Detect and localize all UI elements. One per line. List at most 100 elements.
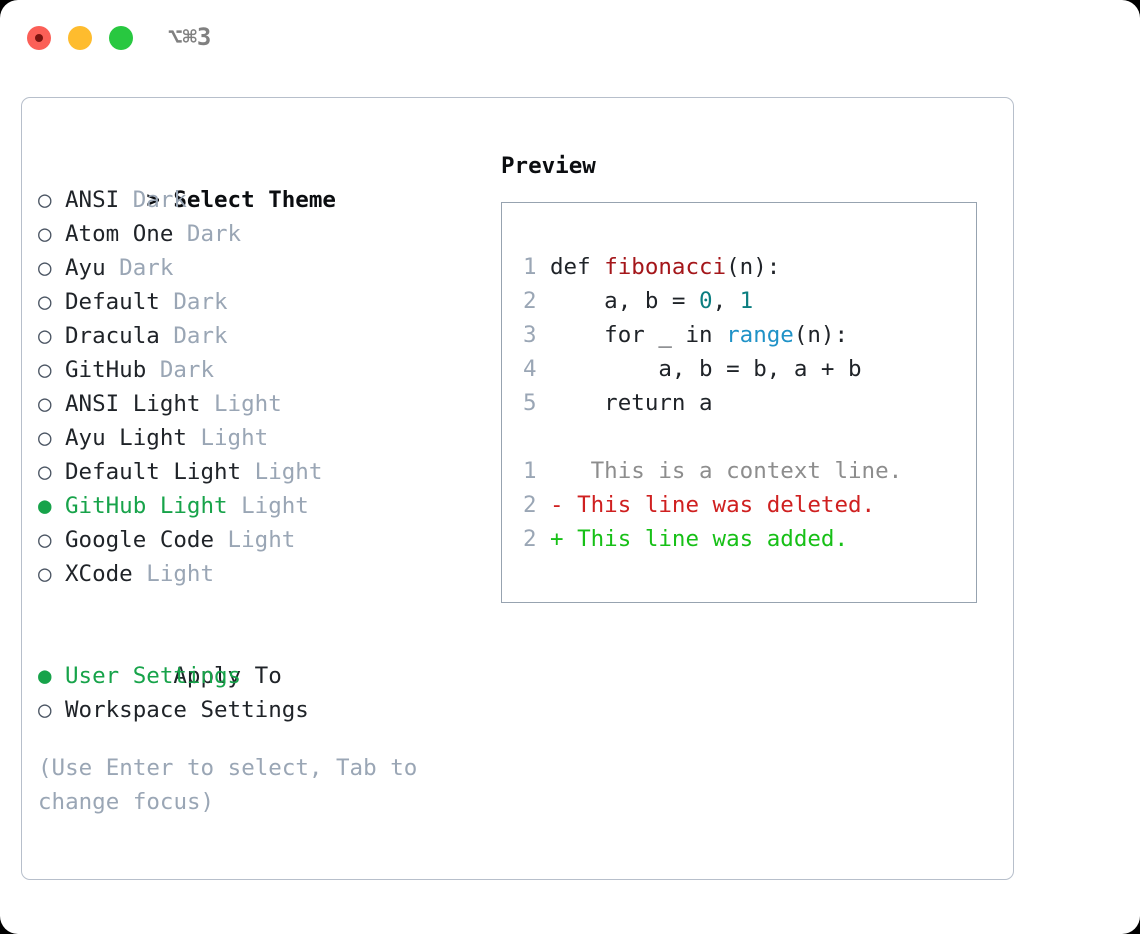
theme-name: Default: [65, 289, 160, 315]
code-token: 0: [699, 288, 713, 314]
keyboard-shortcut-label: ⌥⌘3: [168, 23, 212, 51]
theme-name: Default Light: [65, 459, 242, 485]
minimize-button[interactable]: [68, 26, 92, 50]
diff-text: This is a context line.: [550, 458, 903, 484]
theme-variant: Light: [241, 459, 323, 485]
theme-variant: Light: [186, 425, 269, 451]
code-token: range: [726, 322, 794, 348]
code-token: fibonacci: [604, 254, 727, 280]
theme-name: Ayu: [65, 255, 106, 281]
theme-name: ANSI: [65, 187, 120, 213]
radio-unselected-icon: ○: [38, 357, 52, 383]
code-token: return a: [550, 390, 713, 416]
theme-variant: Dark: [173, 221, 242, 247]
select-theme-label: Select Theme: [173, 187, 336, 213]
diff-text: + This line was added.: [550, 526, 849, 552]
prompt-caret-icon: >: [146, 187, 160, 213]
theme-variant: Dark: [105, 255, 174, 281]
code-diff-separator: [523, 420, 968, 454]
theme-name: GitHub: [65, 357, 147, 383]
theme-variant: Light: [132, 561, 215, 587]
theme-name: Google Code: [65, 527, 215, 553]
theme-selection-column: >Select Theme ○ANSI Dark○Atom One Dark○A…: [38, 149, 468, 819]
preview-column: Preview 1 def fibonacci(n): 2 a, b = 0, 1 3…: [501, 149, 993, 603]
theme-item-google-code[interactable]: ○ Google Code Light: [38, 523, 468, 557]
theme-item-github[interactable]: ○ GitHub Dark: [38, 353, 468, 387]
theme-variant: Dark: [159, 323, 228, 349]
apply-to-option-label: User Settings: [65, 663, 242, 689]
preview-title: Preview: [501, 153, 596, 179]
line-number: 3: [523, 322, 537, 348]
radio-selected-icon: ●: [38, 663, 52, 689]
window-controls: [27, 26, 133, 50]
radio-unselected-icon: ○: [38, 187, 52, 213]
line-number: 1: [523, 254, 537, 280]
apply-to-option-workspace-settings[interactable]: ○ Workspace Settings: [38, 693, 468, 727]
apply-to-options: ● User Settings ○ Workspace Settings: [38, 659, 468, 727]
code-line: 4 a, b = b, a + b: [523, 352, 968, 386]
line-number: 2: [523, 526, 537, 552]
theme-variant: Light: [214, 527, 296, 553]
preview-box: 1 def fibonacci(n): 2 a, b = 0, 1 3 for _ i…: [501, 202, 977, 603]
apply-to-label: Apply To: [173, 663, 282, 689]
theme-picker-card: >Select Theme ○ANSI Dark○Atom One Dark○A…: [21, 97, 1014, 880]
apply-to-option-label: Workspace Settings: [65, 697, 309, 723]
theme-variant: Dark: [119, 187, 187, 213]
code-line: 5 return a: [523, 386, 968, 420]
code-preview: 1 def fibonacci(n): 2 a, b = 0, 1 3 for _ i…: [523, 250, 968, 556]
diff-line-add: 2 + This line was added.: [523, 522, 968, 556]
theme-item-default[interactable]: ○Default Dark: [38, 285, 468, 319]
theme-name: Ayu Light: [65, 425, 187, 451]
line-number: 2: [523, 492, 537, 518]
code-token: (n):: [726, 254, 781, 280]
radio-unselected-icon: ○: [38, 561, 52, 587]
theme-item-ansi-light[interactable]: ○ANSI Light Light: [38, 387, 468, 421]
diff-text: - This line was deleted.: [550, 492, 876, 518]
radio-unselected-icon: ○: [38, 255, 52, 281]
close-button[interactable]: [27, 26, 51, 50]
theme-name: ANSI Light: [65, 391, 201, 417]
theme-name: Atom One: [65, 221, 174, 247]
theme-item-ayu[interactable]: ○ Ayu Dark: [38, 251, 468, 285]
list-spacer: [38, 591, 468, 625]
radio-unselected-icon: ○: [38, 425, 52, 451]
theme-variant: Dark: [146, 357, 215, 383]
maximize-button[interactable]: [109, 26, 133, 50]
theme-item-github-light[interactable]: ●GitHub Light Light: [38, 489, 468, 523]
radio-unselected-icon: ○: [38, 697, 52, 723]
line-number: 4: [523, 356, 537, 382]
code-token: def: [550, 254, 605, 280]
diff-line-ctx: 1 This is a context line.: [523, 454, 968, 488]
theme-item-ansi[interactable]: ○ ANSI Dark: [38, 183, 468, 217]
theme-variant: Light: [200, 391, 282, 417]
code-line: 1 def fibonacci(n):: [523, 250, 968, 284]
line-number: 5: [523, 390, 537, 416]
theme-item-default-light[interactable]: ○ Default Light Light: [38, 455, 468, 489]
theme-variant: Dark: [159, 289, 228, 315]
code-line: 3 for _ in range(n):: [523, 318, 968, 352]
theme-item-atom-one[interactable]: ○ Atom One Dark: [38, 217, 468, 251]
code-token: 1: [739, 288, 754, 314]
theme-item-dracula[interactable]: ○ Dracula Dark: [38, 319, 468, 353]
theme-name: Dracula: [65, 323, 160, 349]
theme-variant: Light: [227, 493, 309, 519]
select-theme-header: > Select Theme: [38, 149, 468, 213]
theme-item-ayu-light[interactable]: ○ Ayu Light Light: [38, 421, 468, 455]
code-sample: 1 def fibonacci(n): 2 a, b = 0, 1 3 for _ i…: [523, 250, 968, 420]
theme-item-xcode[interactable]: ○XCode Light: [38, 557, 468, 591]
radio-selected-icon: ●: [38, 493, 52, 519]
code-token: a, b = b, a + b: [550, 356, 862, 382]
line-number: 1: [523, 458, 537, 484]
apply-to-option-user-settings[interactable]: ● User Settings: [38, 659, 468, 693]
radio-unselected-icon: ○: [38, 459, 52, 485]
line-number: 2: [523, 288, 537, 314]
radio-unselected-icon: ○: [38, 221, 52, 247]
apply-to-heading: Apply To: [38, 625, 468, 689]
radio-unselected-icon: ○: [38, 527, 52, 553]
code-token: for _ in: [550, 322, 727, 348]
code-token: a, b =: [550, 288, 700, 314]
keyboard-hint: (Use Enter to select, Tab to change focu…: [38, 755, 431, 815]
radio-unselected-icon: ○: [38, 323, 52, 349]
code-token: ,: [712, 288, 740, 314]
